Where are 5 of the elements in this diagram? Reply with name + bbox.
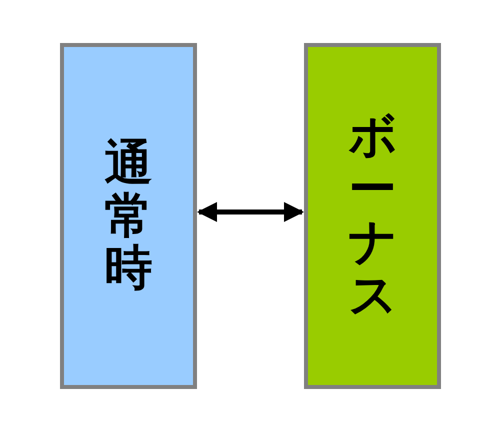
box-label: 通常時 — [104, 136, 152, 296]
process-box — [304, 43, 441, 389]
box-label: ボーナス — [348, 110, 396, 322]
process-box — [60, 43, 197, 389]
double-arrow — [197, 202, 304, 222]
